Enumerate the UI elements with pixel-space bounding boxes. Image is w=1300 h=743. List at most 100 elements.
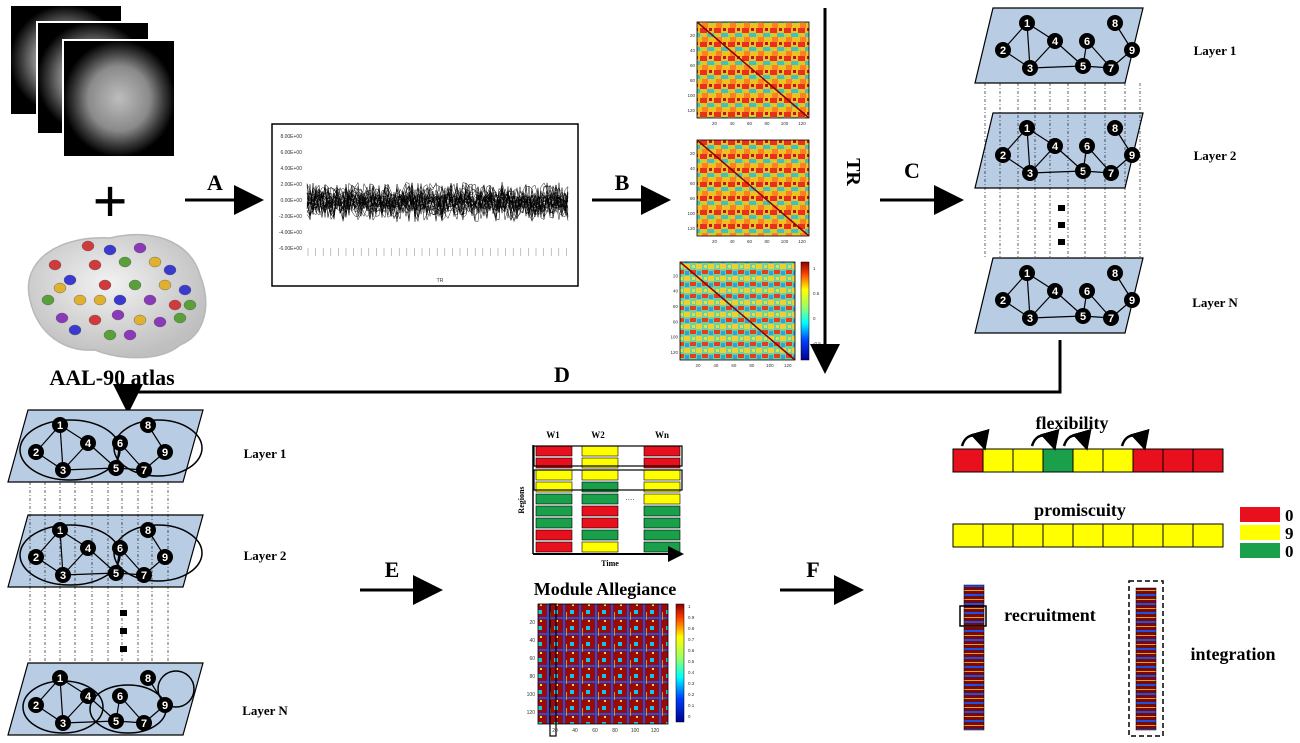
atlas-region-dot [98, 279, 112, 291]
network-node [140, 670, 156, 686]
matrix-y-tick: 20 [673, 273, 679, 278]
network-node-label: 6 [117, 438, 123, 450]
network-node-label: 6 [117, 543, 123, 555]
network-edge [1029, 65, 1084, 69]
network-edge [62, 467, 117, 471]
legend-swatch [1240, 525, 1280, 540]
network-node-label: 5 [113, 463, 119, 475]
mri-stack [9, 4, 176, 158]
matrix-y-tick: 60 [690, 63, 696, 68]
atlas-region-dot [111, 309, 125, 321]
module-cell [535, 517, 573, 529]
step-label-e: E [385, 557, 400, 582]
module-legend: 090 [1240, 506, 1294, 561]
timeseries-x-ticks [307, 248, 567, 256]
module-allegiance-title: Module Allegiance [534, 579, 677, 599]
regions-axis-label: Regions [517, 486, 526, 513]
module-cell [581, 493, 619, 505]
network-node-label: 4 [85, 438, 92, 450]
step-label-a: A [207, 170, 223, 195]
network-node [1019, 265, 1035, 281]
network-node-label: 2 [33, 447, 39, 459]
allegiance-y-tick: 120 [527, 710, 536, 716]
network-node-label: 9 [162, 447, 168, 459]
network-node-label: 8 [145, 673, 151, 685]
layer-ellipsis-dot [1058, 239, 1065, 245]
allegiance-colorbar-tick: 0.4 [688, 670, 695, 675]
network-node-label: 4 [85, 543, 92, 555]
layer-label-2-top: Layer 2 [1194, 148, 1237, 163]
matrix-y-tick: 40 [690, 48, 696, 53]
timeseries-y-tick: 8.00E+00 [280, 134, 302, 140]
network-node [1124, 292, 1140, 308]
module-columns [535, 445, 681, 553]
module-cell [581, 469, 619, 481]
network-node-label: 2 [1000, 295, 1006, 307]
atlas-region-dots [41, 240, 197, 341]
atlas-label: AAL-90 atlas [49, 365, 175, 390]
network-node [157, 444, 173, 460]
brain-atlas-render [27, 233, 207, 359]
timeseries-signal [306, 182, 569, 221]
allegiance-x-tick: 60 [592, 728, 598, 734]
atlas-region-dot [143, 294, 157, 306]
network-node-label: 4 [1052, 36, 1059, 48]
atlas-region-dot [183, 299, 197, 311]
network-node [1019, 120, 1035, 136]
network-node-label: 2 [33, 552, 39, 564]
network-node [136, 462, 152, 478]
network-node-label: 3 [1027, 168, 1033, 180]
module-cell [535, 481, 573, 493]
network-node-label: 7 [1108, 63, 1114, 75]
timeseries-y-tick: -6.00E+00 [279, 246, 302, 252]
matrix-x-tick: 60 [747, 239, 753, 244]
matrix-y-tick: 100 [687, 93, 695, 98]
allegiance-colorbar-tick: 0.3 [688, 681, 695, 686]
matrix-x-tick: 80 [749, 363, 755, 368]
timeseries-signal [306, 185, 569, 220]
legend-label: 9 [1285, 524, 1294, 543]
network-node-label: 7 [141, 718, 147, 730]
network-node-label: 8 [1112, 123, 1118, 135]
module-ellipse [157, 670, 195, 708]
allegiance-colorbar-tick: 0.6 [688, 648, 695, 653]
matrix-x-tick: 60 [747, 121, 753, 126]
network-node-label: 1 [1024, 18, 1030, 30]
atlas-region-dot [88, 259, 102, 271]
region-highlight-box-1 [533, 445, 683, 467]
network-node [108, 460, 124, 476]
network-node [1124, 42, 1140, 58]
allegiance-x-tick: 120 [651, 728, 660, 734]
atlas-region-dot [41, 294, 55, 306]
network-node-label: 3 [60, 570, 66, 582]
allegiance-x-tick: 40 [572, 728, 578, 734]
metric-cell [1192, 523, 1224, 548]
timeseries-y-tick: -2.00E+00 [279, 214, 302, 220]
matrix-y-tick: 120 [687, 226, 695, 231]
allegiance-colorbar-tick: 0.7 [688, 637, 695, 642]
module-cell [581, 505, 619, 517]
network-node [28, 444, 44, 460]
metric-cell [1102, 448, 1134, 473]
atlas-region-dot [133, 242, 147, 254]
metric-cell [1072, 523, 1104, 548]
allegiance-x-tick: 20 [552, 728, 558, 734]
network-node [1075, 308, 1091, 324]
network-node [995, 42, 1011, 58]
network-node-label: 7 [141, 465, 147, 477]
integration-bar [1128, 580, 1164, 737]
allegiance-x-tick: 100 [631, 728, 640, 734]
colorbar-tick: 0.5 [813, 291, 820, 296]
integration-dashed-box [1128, 580, 1164, 737]
atlas-region-dot [123, 329, 137, 341]
allegiance-y-tick: 80 [529, 674, 535, 680]
module-cell [581, 457, 619, 469]
network-node [1107, 15, 1123, 31]
metric-cell [952, 523, 984, 548]
network-node-label: 6 [117, 691, 123, 703]
allegiance-colorbar-tick: 0.9 [688, 615, 695, 620]
network-node [140, 522, 156, 538]
matrix-x-tick: 20 [695, 363, 701, 368]
